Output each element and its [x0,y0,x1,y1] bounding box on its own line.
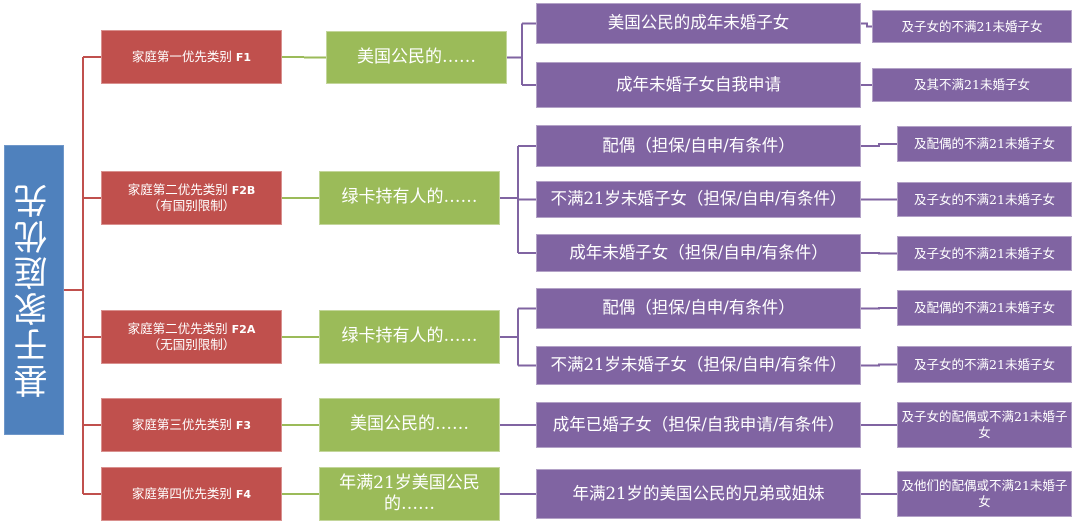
category-node-f2a: 家庭第二优先类别 F2A （无国别限制） [101,310,282,364]
derivative-connector-f1-1 [861,22,872,28]
relation-label: 成年已婚子女（担保/自我申请/有条件） [552,414,845,434]
petitioner-label: 绿卡持有人的…… [341,326,478,347]
petitioner-label: 年满21岁美国公民的…… [339,472,480,514]
category-title: 家庭第二优先类别 F2B [127,182,256,198]
derivative-node-f3-1: 及子女的配偶或不满21未婚子女 [897,402,1072,448]
category-note: （有国别限制） [147,198,236,214]
relation-node-f2b-1: 配偶（担保/自申/有条件） [536,125,861,167]
relation-label: 配偶（担保/自申/有条件） [602,135,795,155]
derivative-node-f2a-2: 及子女的不满21未婚子女 [897,346,1072,383]
derivative-node-f2b-3: 及子女的不满21未婚子女 [897,236,1072,271]
derivative-label: 及子女的不满21未婚子女 [901,18,1043,34]
derivative-node-f1-1: 及子女的不满21未婚子女 [872,10,1072,43]
derivative-label: 及子女的不满21未婚子女 [914,245,1055,261]
petitioner-label: 美国公民的…… [357,46,476,67]
derivative-label: 及子女的不满21未婚子女 [914,356,1055,372]
root-title: 基于家庭优先 [13,182,54,398]
category-title: 家庭第三优先类别 F3 [131,417,252,433]
root-node: 基于家庭优先 [4,145,64,435]
derivative-node-f4-1: 及他们的配偶或不满21未婚子女 [897,471,1072,517]
derivative-node-f2a-1: 及配偶的不满21未婚子女 [897,290,1072,326]
derivative-label: 及配偶的不满21未婚子女 [914,136,1055,152]
petitioner-node-f4: 年满21岁美国公民的…… [319,467,500,521]
derivative-label: 及其不满21未婚子女 [914,77,1030,93]
category-node-f3: 家庭第三优先类别 F3 [101,398,282,452]
derivative-label: 及子女的配偶或不满21未婚子女 [901,409,1068,440]
petitioner-node-f2a: 绿卡持有人的…… [319,310,500,364]
relation-label: 年满21岁的美国公民的兄弟或姐妹 [572,483,825,503]
category-node-f4: 家庭第四优先类别 F4 [101,467,282,521]
relation-node-f1-2: 成年未婚子女自我申请 [536,62,861,108]
derivative-label: 及配偶的不满21未婚子女 [914,300,1055,316]
petitioner-label: 美国公民的…… [350,414,469,435]
relation-label: 不满21岁未婚子女（担保/自申/有条件） [550,355,847,375]
category-title: 家庭第二优先类别 F2A [127,321,256,337]
relation-node-f2b-2: 不满21岁未婚子女（担保/自申/有条件） [536,181,861,218]
relation-label: 成年未婚子女自我申请 [616,74,781,94]
derivative-connector-f2b-3 [861,252,897,255]
petitioner-node-f2b: 绿卡持有人的…… [319,171,500,225]
derivative-node-f2b-2: 及子女的不满21未婚子女 [897,182,1072,217]
relation-node-f1-1: 美国公民的成年未婚子女 [536,3,861,44]
category-note: （无国别限制） [147,337,236,353]
derivative-connector-f2a-2 [861,363,897,367]
derivative-label: 及他们的配偶或不满21未婚子女 [901,478,1068,509]
derivative-connector-f2b-1 [861,143,897,147]
relation-label: 不满21岁未婚子女（担保/自申/有条件） [550,189,847,209]
relation-label: 美国公民的成年未婚子女 [607,13,790,33]
category-title: 家庭第四优先类别 F4 [131,486,252,502]
relation-node-f2a-1: 配偶（担保/自申/有条件） [536,288,861,329]
relation-node-f2b-3: 成年未婚子女（担保/自申/有条件） [536,234,861,272]
derivative-node-f1-2: 及其不满21未婚子女 [872,68,1072,102]
derivative-node-f2b-1: 及配偶的不满21未婚子女 [897,126,1072,162]
category-node-f2b: 家庭第二优先类别 F2B （有国别限制） [101,171,282,225]
derivative-label: 及子女的不满21未婚子女 [914,191,1055,207]
category-title: 家庭第一优先类别 F1 [131,49,252,65]
relation-label: 配偶（担保/自申/有条件） [602,298,795,318]
relation-node-f4-1: 年满21岁的美国公民的兄弟或姐妹 [536,469,861,519]
category-node-f1: 家庭第一优先类别 F1 [101,30,282,84]
petitioner-label: 绿卡持有人的…… [341,187,478,208]
derivative-connector-f2a-1 [861,307,897,310]
relation-node-f3-1: 成年已婚子女（担保/自我申请/有条件） [536,402,861,448]
petitioner-node-f1: 美国公民的…… [326,31,507,84]
relation-node-f2a-2: 不满21岁未婚子女（担保/自申/有条件） [536,346,861,385]
relation-label: 成年未婚子女（担保/自申/有条件） [569,242,828,262]
petitioner-node-f3: 美国公民的…… [319,398,500,452]
